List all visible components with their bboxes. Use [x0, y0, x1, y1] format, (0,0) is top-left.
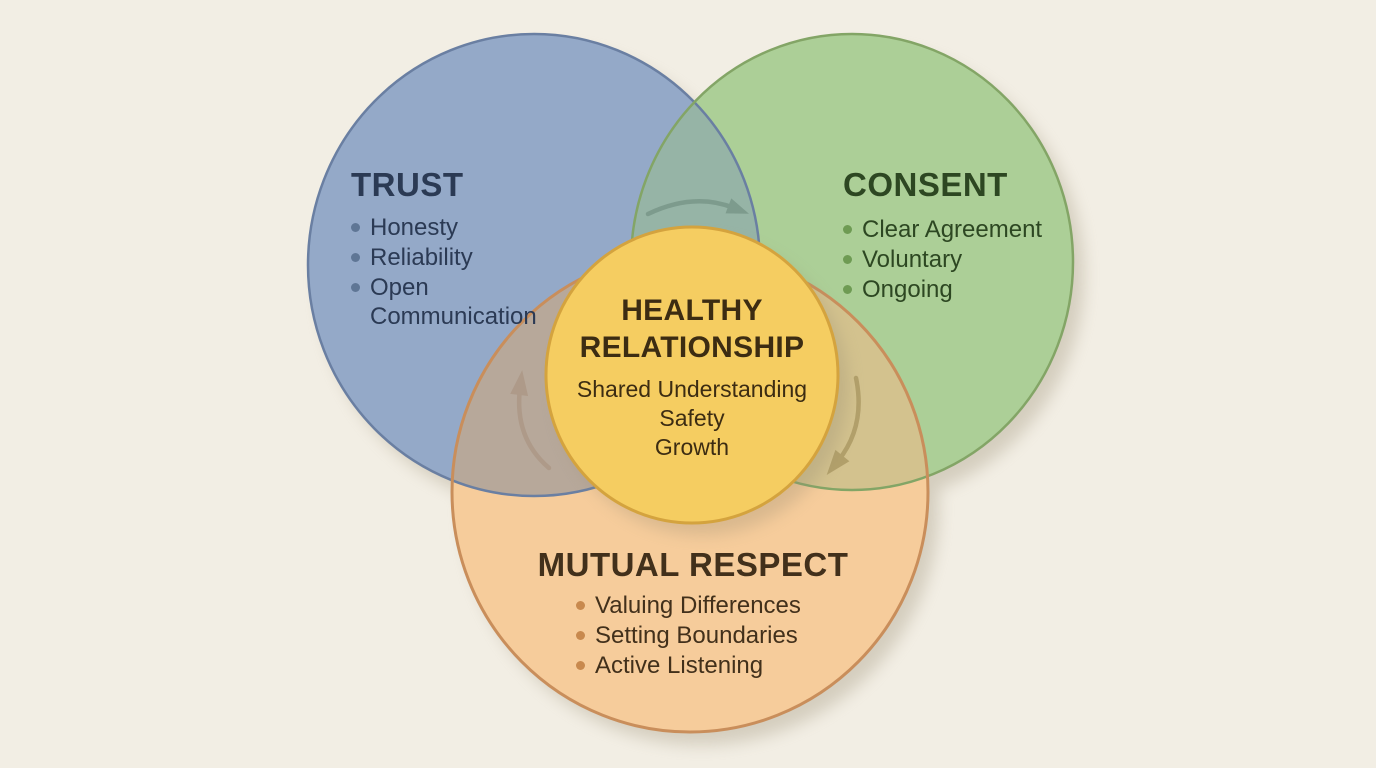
- mutual-respect-item-text: Active Listening: [595, 652, 764, 679]
- center-item: Safety: [659, 405, 725, 432]
- center-circle: [544, 225, 840, 525]
- trust-item: Open Communication: [351, 273, 551, 331]
- consent-item: Voluntary: [843, 245, 1068, 274]
- center-title: HEALTHY RELATIONSHIP: [579, 294, 805, 364]
- bullet-icon: [351, 282, 360, 292]
- trust-list: Honesty Reliability Open Communication: [351, 213, 551, 331]
- mutual-respect-item-text: Setting Boundaries: [595, 622, 798, 649]
- consent-item: Clear Agreement: [843, 215, 1068, 244]
- mutual-respect-title: MUTUAL RESPECT: [537, 546, 849, 583]
- consent-item-text: Voluntary: [862, 245, 963, 273]
- trust-label-block: TRUST Honesty Reliability Open Communica…: [351, 166, 551, 332]
- bullet-icon: [576, 601, 585, 610]
- mutual-respect-list: Valuing Differences Setting Boundaries A…: [576, 591, 816, 680]
- trust-item: Reliability: [351, 243, 551, 272]
- cycle-arrows: [510, 198, 861, 475]
- trust-item: Honesty: [351, 213, 551, 242]
- trust-item-text: Reliability: [370, 243, 473, 271]
- bullet-icon: [351, 222, 360, 232]
- mutual-respect-list-block: Valuing Differences Setting Boundaries A…: [576, 591, 816, 681]
- bullet-icon: [351, 252, 360, 262]
- consent-label-block: CONSENT Clear Agreement Voluntary Ongoin…: [843, 166, 1068, 305]
- arrowhead-consent-to-respect-icon: [826, 449, 850, 475]
- consent-item-text: Ongoing: [862, 275, 953, 303]
- mutual-respect-item-text: Valuing Differences: [595, 592, 801, 619]
- bullet-icon: [843, 254, 852, 264]
- consent-list: Clear Agreement Voluntary Ongoing: [843, 215, 1068, 304]
- trust-item-text: Honesty: [370, 213, 459, 241]
- bullet-icon: [576, 631, 585, 640]
- trust-title: TRUST: [351, 166, 464, 203]
- arrow-respect-to-trust: [516, 385, 552, 471]
- arrow-consent-to-respect: [835, 375, 861, 464]
- arrowhead-respect-to-trust-icon: [510, 370, 529, 397]
- mutual-respect-item: Valuing Differences: [576, 591, 816, 620]
- consent-item: Ongoing: [843, 275, 1068, 304]
- arrowhead-trust-to-consent-icon: [725, 198, 749, 214]
- bullet-icon: [843, 224, 852, 234]
- bullet-icon: [843, 284, 852, 294]
- consent-title: CONSENT: [843, 166, 1008, 203]
- bullet-icon: [576, 661, 585, 670]
- center-item: Shared Understanding: [576, 376, 808, 403]
- arrow-trust-to-consent: [645, 199, 737, 217]
- mutual-respect-item: Active Listening: [576, 651, 816, 680]
- center-list: Shared Understanding Safety Growth: [532, 375, 852, 462]
- mutual-respect-item: Setting Boundaries: [576, 621, 816, 650]
- center-label-block: HEALTHY RELATIONSHIP Shared Understandin…: [532, 293, 852, 462]
- mutual-respect-title-block: MUTUAL RESPECT: [533, 546, 853, 584]
- center-item: Growth: [654, 434, 730, 461]
- consent-item-text: Clear Agreement: [862, 215, 1043, 243]
- trust-item-text: Open Communication: [370, 273, 537, 330]
